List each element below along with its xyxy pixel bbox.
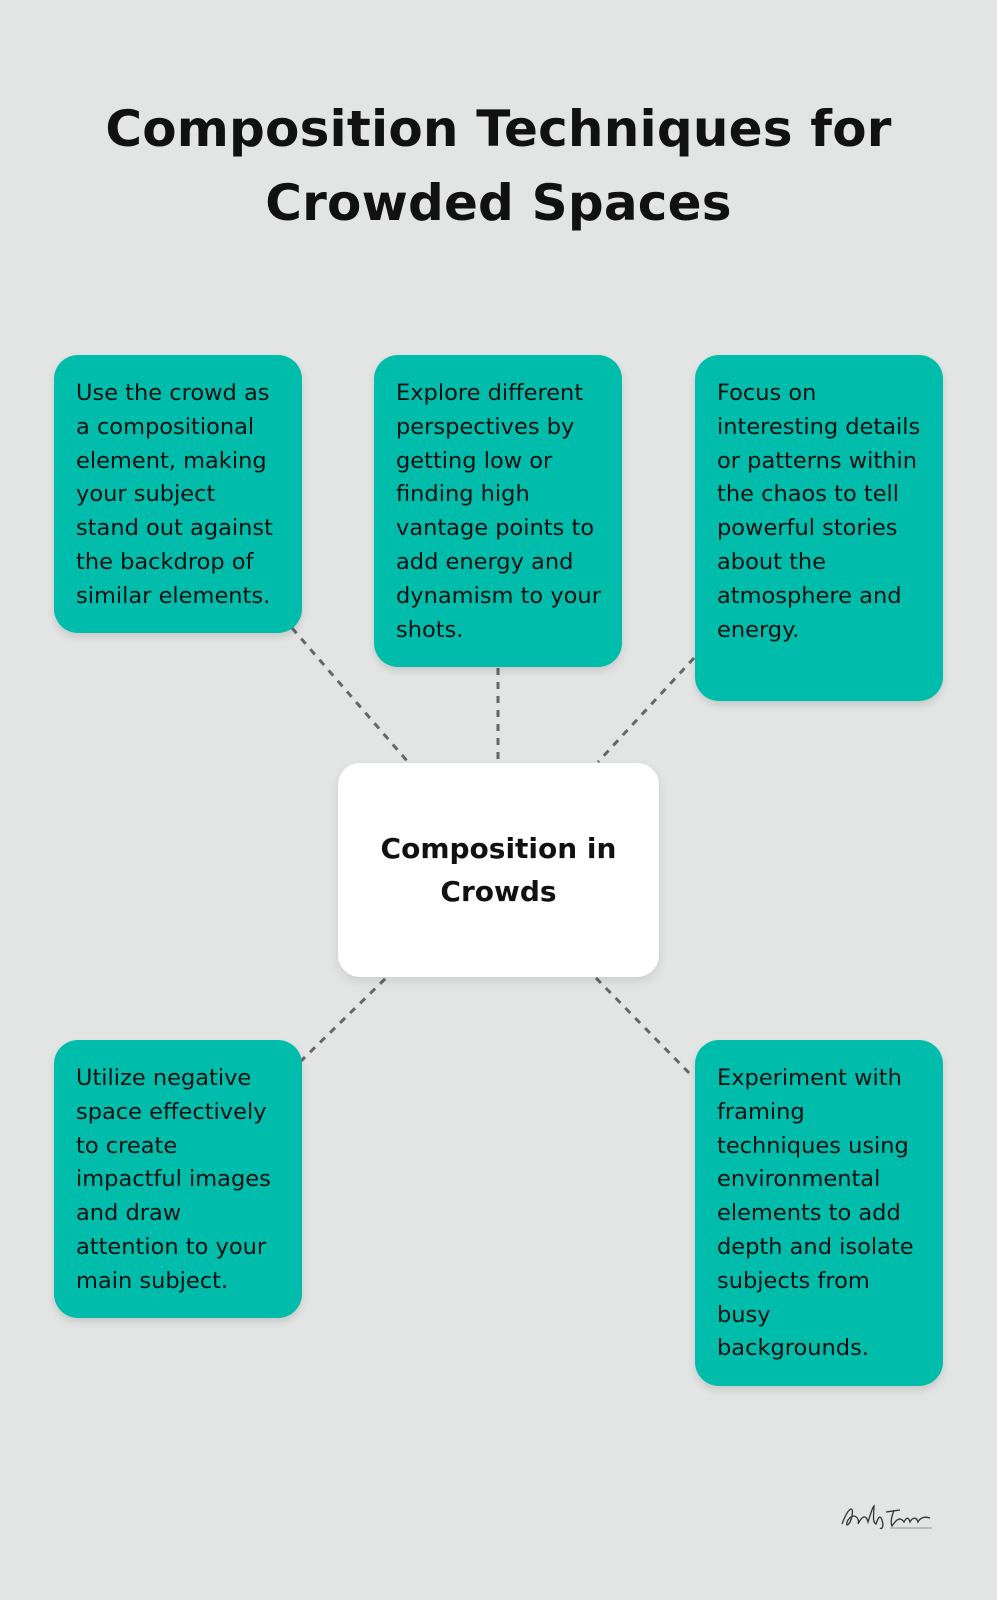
technique-text: Experiment with framing techniques using… bbox=[717, 1065, 914, 1362]
technique-node-framing: Experiment with framing techniques using… bbox=[695, 1040, 943, 1386]
center-label: Composition in Crowds bbox=[380, 832, 617, 908]
technique-text: Utilize negative space effectively to cr… bbox=[76, 1065, 271, 1294]
technique-node-perspectives: Explore different perspectives by gettin… bbox=[374, 355, 622, 667]
technique-node-crowd-element: Use the crowd as a compositional element… bbox=[54, 355, 302, 633]
title-line-2: Crowded Spaces bbox=[265, 174, 732, 232]
technique-text: Focus on interesting details or patterns… bbox=[717, 380, 921, 643]
signature-logo bbox=[841, 1504, 932, 1530]
technique-node-details-patterns: Focus on interesting details or patterns… bbox=[695, 355, 943, 701]
connector-top-right bbox=[596, 656, 696, 764]
technique-node-negative-space: Utilize negative space effectively to cr… bbox=[54, 1040, 302, 1318]
title-line-1: Composition Techniques for bbox=[105, 100, 892, 158]
page-title: Composition Techniques for Crowded Space… bbox=[0, 92, 997, 240]
technique-text: Use the crowd as a compositional element… bbox=[76, 380, 273, 609]
connector-top-left bbox=[290, 627, 410, 763]
technique-text: Explore different perspectives by gettin… bbox=[396, 380, 601, 643]
connector-bottom-right bbox=[594, 976, 696, 1080]
connector-bottom-left bbox=[298, 976, 388, 1064]
center-node: Composition in Crowds bbox=[338, 763, 659, 977]
